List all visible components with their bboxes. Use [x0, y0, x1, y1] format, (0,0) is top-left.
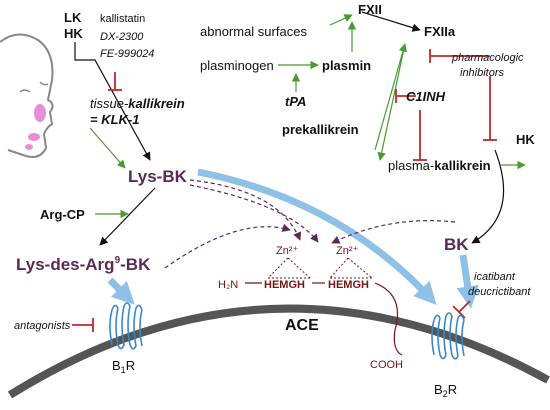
b2r-sub: 2: [443, 389, 448, 399]
plasma-kallikrein-label: plasma-kallikrein: [388, 158, 491, 173]
dx2300-label: DX-2300: [100, 31, 144, 43]
hk-to-bk-arrow: [471, 149, 505, 244]
plasmin-label: plasmin: [322, 58, 371, 73]
b2r-main: B: [434, 382, 443, 397]
c1inh-label: C1INH: [406, 89, 446, 104]
plasmakallikrein-to-fxiia-arrow: [374, 43, 407, 151]
hemgh-1-label: HEMGH: [264, 279, 305, 291]
ldab-sup: 9: [115, 255, 121, 266]
ace-label: ACE: [285, 317, 319, 334]
kallistatin-label: kallistatin: [100, 13, 145, 25]
fxii-to-fxiia-arrow: [361, 11, 421, 32]
arg-cp-label: Arg-CP: [40, 207, 85, 222]
b1r-main: B: [112, 358, 121, 373]
lys-bk-label: Lys-BK: [128, 167, 188, 186]
b1r-end: R: [126, 358, 135, 373]
tissuekallikrein-to-lysbk-arrow: [89, 127, 126, 169]
tissue-prefix: tissue-: [90, 96, 129, 111]
b1r-sub: 1: [121, 365, 126, 375]
tissue-main: kallikrein: [128, 96, 184, 111]
tissue-kallikrein-label: tissue-kallikrein: [90, 96, 185, 111]
inhibition-marks: [72, 49, 497, 332]
pharmacologic-label: pharmacologic: [451, 52, 524, 64]
tpa-label: tPA: [285, 94, 306, 109]
sublingual-gland: [25, 144, 33, 150]
lys-des-arg-bk-label: Lys-des-Arg9-BK: [16, 255, 151, 274]
parotid-gland: [34, 104, 46, 122]
ldab-suffix: -BK: [120, 255, 151, 274]
fe999024-label: FE-999024: [100, 48, 154, 60]
fxii-label: FXII: [358, 2, 382, 17]
plasma-main: kallikrein: [434, 158, 490, 173]
lk-to-lysbk-arrow: [74, 42, 151, 161]
invisible-spacer: [76, 102, 80, 114]
b1r-label: B1R: [112, 358, 135, 375]
hk-right-label: HK: [516, 132, 535, 147]
fxiia-label: FXIIa: [424, 24, 456, 39]
plasminogen-label: plasminogen: [200, 58, 274, 73]
zn-coordination: [267, 257, 373, 279]
b2r-label: B2R: [434, 382, 457, 399]
face-illustration: [0, 33, 54, 158]
h2n-label: H₂N: [218, 279, 238, 291]
abnormal-surfaces-label: abnormal surfaces: [200, 24, 307, 39]
lysbk-to-b2r-arrow: [197, 168, 437, 305]
b1-receptor: [109, 302, 143, 350]
lysdesargbk-to-b1r-arrow: [107, 277, 135, 305]
klk1-label: = KLK-1: [90, 112, 139, 127]
b2-receptor: [431, 312, 465, 360]
cooh-label: COOH: [370, 359, 403, 371]
ldab-prefix: Lys-des-Arg: [16, 255, 115, 274]
b2r-end: R: [448, 382, 457, 397]
prekallikrein-label: prekallikrein: [282, 122, 359, 137]
zn-1-label: Zn²⁺: [276, 245, 299, 257]
plasma-prefix: plasma-: [388, 158, 434, 173]
hk-left-label: HK: [64, 26, 83, 41]
inhibitors-label: inhibitors: [460, 67, 505, 79]
surfaces-to-fxii-arrow: [329, 14, 353, 26]
zn-2-label: Zn²⁺: [336, 245, 359, 257]
bk-label: BK: [444, 235, 469, 254]
submandibular-gland: [28, 133, 40, 141]
antagonists-label: antagonists: [14, 320, 71, 332]
hemgh-2-label: HEMGH: [328, 279, 369, 291]
bk-to-b2r-arrow: [456, 254, 479, 309]
lk-label: LK: [64, 10, 82, 25]
icatibant-label: icatibant: [474, 271, 516, 283]
deucrictibant-label: deucrictibant: [468, 286, 531, 298]
fxiia-to-plasmakallikrein-arrow: [377, 43, 406, 161]
lysbk-to-lysdesargbk-arrow: [99, 187, 156, 246]
dashed-to-ace: [164, 179, 456, 269]
chain-tail: [374, 282, 403, 356]
cell-membrane: [7, 304, 550, 399]
